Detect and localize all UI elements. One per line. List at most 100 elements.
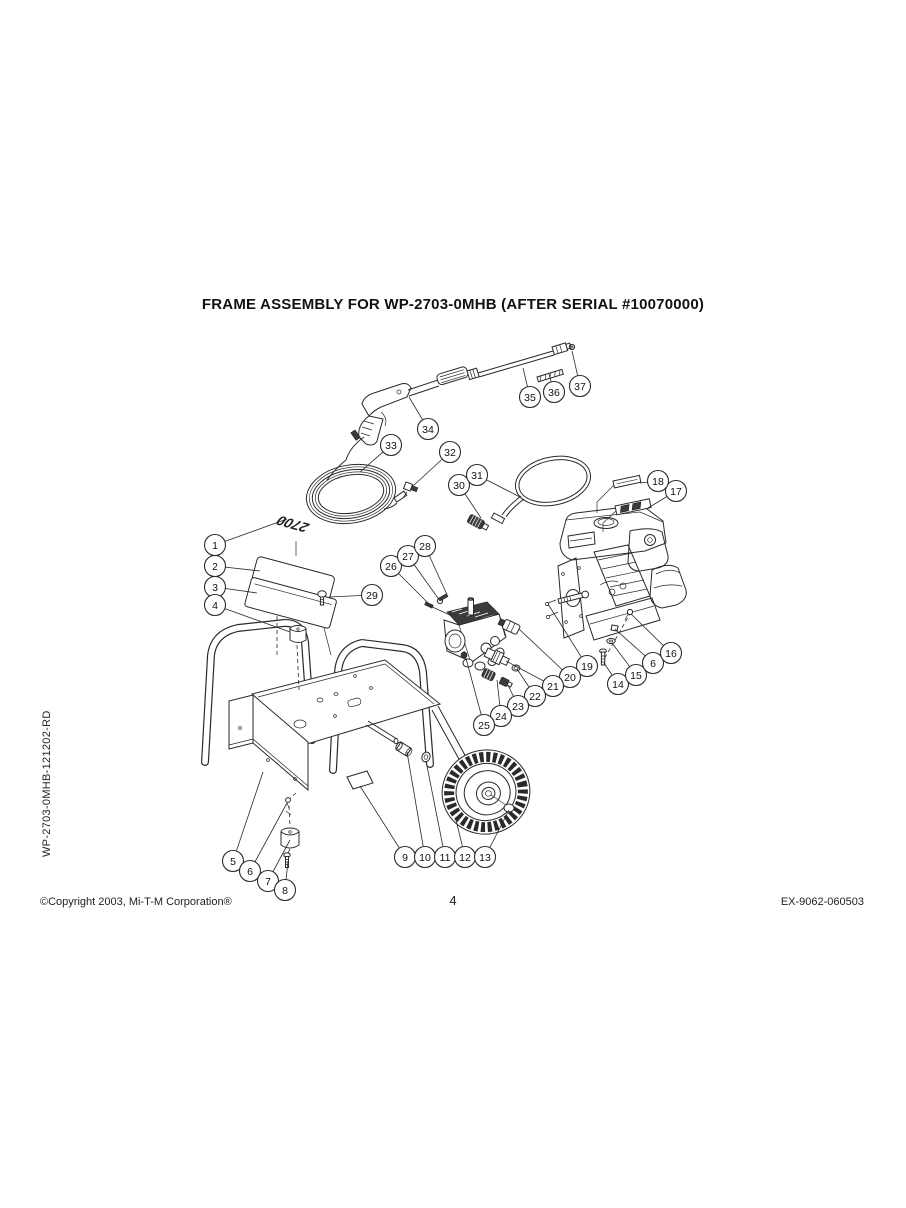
svg-text:26: 26 bbox=[385, 561, 397, 573]
svg-text:32: 32 bbox=[444, 447, 456, 459]
callout-37-37: 37 bbox=[568, 374, 592, 398]
leader-line-20 bbox=[518, 628, 571, 678]
panel-illustration: 2700 bbox=[244, 513, 337, 629]
svg-text:6: 6 bbox=[650, 658, 656, 670]
svg-text:12: 12 bbox=[459, 852, 471, 864]
hose-fitting-illustration bbox=[402, 481, 419, 493]
callout-33-33: 33 bbox=[379, 433, 403, 457]
svg-text:19: 19 bbox=[581, 661, 593, 673]
callout-19-19: 19 bbox=[575, 654, 599, 678]
strainer-illustration bbox=[467, 514, 490, 531]
callout-9-8: 9 bbox=[393, 845, 417, 869]
callout-30-30: 30 bbox=[447, 473, 471, 497]
leader-line-4 bbox=[214, 604, 291, 633]
leader-line-10 bbox=[406, 751, 426, 858]
svg-text:9: 9 bbox=[402, 852, 408, 864]
callout-10-9: 10 bbox=[413, 845, 437, 869]
wheel-illustration bbox=[395, 741, 531, 835]
spray-gun-illustration bbox=[350, 366, 480, 446]
isolator-illustration bbox=[280, 590, 327, 868]
svg-text:27: 27 bbox=[402, 551, 414, 563]
footer-copyright: ©Copyright 2003, Mi-T-M Corporation® bbox=[40, 896, 232, 908]
svg-text:21: 21 bbox=[547, 681, 559, 693]
callout-18-18: 18 bbox=[646, 469, 670, 493]
callout-6-5: 6 bbox=[238, 859, 262, 883]
svg-text:14: 14 bbox=[612, 679, 624, 691]
svg-text:37: 37 bbox=[574, 381, 586, 393]
callout-35-35: 35 bbox=[518, 385, 542, 409]
callout-20-20: 20 bbox=[558, 665, 582, 689]
callout-27-27: 27 bbox=[396, 544, 420, 568]
callout-28-28: 28 bbox=[413, 534, 437, 558]
nozzle-illustration bbox=[536, 368, 564, 383]
callout-11-10: 11 bbox=[433, 845, 457, 869]
callout-4-3: 4 bbox=[203, 593, 227, 617]
callout-29-29: 29 bbox=[360, 583, 384, 607]
callout-32-32: 32 bbox=[438, 440, 462, 464]
callout-15-14: 15 bbox=[624, 663, 648, 687]
callout-16-16: 16 bbox=[659, 641, 683, 665]
leader-line-5 bbox=[232, 771, 264, 862]
page-title: FRAME ASSEMBLY FOR WP-2703-0MHB (AFTER S… bbox=[201, 296, 705, 313]
svg-text:30: 30 bbox=[453, 480, 465, 492]
svg-text:24: 24 bbox=[495, 711, 507, 723]
svg-text:22: 22 bbox=[529, 691, 541, 703]
svg-text:18: 18 bbox=[652, 476, 664, 488]
svg-text:3: 3 bbox=[212, 582, 218, 594]
svg-text:34: 34 bbox=[422, 424, 434, 436]
svg-text:17: 17 bbox=[670, 486, 682, 498]
svg-text:4: 4 bbox=[212, 600, 218, 612]
callout-5-4: 5 bbox=[221, 849, 245, 873]
svg-text:20: 20 bbox=[564, 672, 576, 684]
callout-7-6: 7 bbox=[256, 869, 280, 893]
leader-line-25 bbox=[463, 650, 485, 726]
leader-line-11 bbox=[425, 760, 446, 858]
leader-line-1 bbox=[214, 518, 288, 546]
svg-text:2: 2 bbox=[212, 561, 218, 573]
decal-2700: 2700 bbox=[274, 513, 313, 536]
callout-8-7: 8 bbox=[273, 878, 297, 902]
pump-small-hardware bbox=[424, 593, 453, 617]
svg-text:1: 1 bbox=[212, 540, 218, 552]
leader-line-9 bbox=[359, 785, 406, 858]
callout-23-23: 23 bbox=[506, 694, 530, 718]
chemical-hose-illustration bbox=[467, 455, 592, 531]
callout-1-0: 1 bbox=[203, 533, 227, 557]
callout-12-11: 12 bbox=[453, 845, 477, 869]
pump-illustration bbox=[424, 593, 507, 671]
engine-labels-illustration bbox=[596, 474, 652, 532]
svg-text:29: 29 bbox=[366, 590, 378, 602]
callout-14-13: 14 bbox=[606, 672, 630, 696]
frame-illustration bbox=[201, 588, 473, 854]
callout-24-24: 24 bbox=[489, 704, 513, 728]
svg-text:8: 8 bbox=[282, 885, 288, 897]
svg-text:16: 16 bbox=[665, 648, 677, 660]
svg-text:13: 13 bbox=[479, 852, 491, 864]
callout-leaders-layer bbox=[214, 350, 677, 891]
callout-25-25: 25 bbox=[472, 713, 496, 737]
callout-21-21: 21 bbox=[541, 674, 565, 698]
svg-text:25: 25 bbox=[478, 720, 490, 732]
svg-text:23: 23 bbox=[512, 701, 524, 713]
footer-doc-code: EX-9062-060503 bbox=[780, 896, 864, 908]
svg-text:31: 31 bbox=[471, 470, 483, 482]
callout-36-36: 36 bbox=[542, 380, 566, 404]
leader-line-19 bbox=[547, 603, 588, 667]
svg-text:7: 7 bbox=[265, 876, 271, 888]
callout-6-15: 6 bbox=[641, 651, 665, 675]
callout-31-31: 31 bbox=[465, 463, 489, 487]
wand-illustration bbox=[477, 342, 576, 383]
callout-2-1: 2 bbox=[203, 554, 227, 578]
svg-text:15: 15 bbox=[630, 670, 642, 682]
svg-text:35: 35 bbox=[524, 392, 536, 404]
svg-text:5: 5 bbox=[230, 856, 236, 868]
leader-line-6 bbox=[249, 802, 288, 872]
callout-22-22: 22 bbox=[523, 684, 547, 708]
svg-text:10: 10 bbox=[419, 852, 431, 864]
pressure-hose-illustration bbox=[305, 436, 419, 525]
callout-26-26: 26 bbox=[379, 554, 403, 578]
svg-text:6: 6 bbox=[247, 866, 253, 878]
